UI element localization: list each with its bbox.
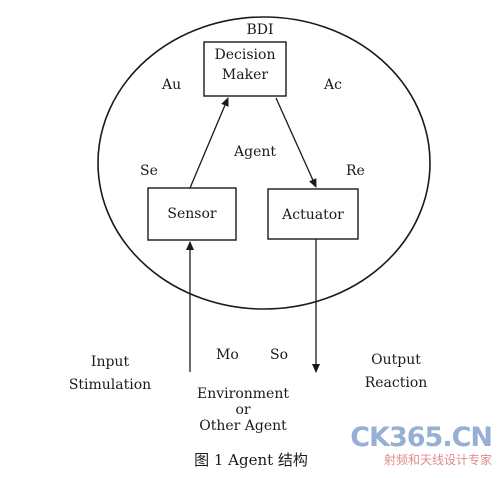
env-line3: Other Agent [199, 418, 287, 435]
so-label: So [270, 347, 289, 363]
environment-label: Environment or Other Agent [186, 386, 300, 434]
decision-maker-box [203, 41, 287, 97]
figure-caption: 图 1 Agent 结构 [194, 451, 308, 469]
bdi-label: BDI [246, 22, 274, 38]
agent-boundary-circle [97, 16, 431, 310]
agent-label: Agent [234, 144, 276, 160]
watermark-subtitle: 射频和天线设计专家 [383, 453, 492, 467]
env-line1: Environment [197, 386, 289, 402]
output-reaction-label: Output Reaction [348, 352, 444, 391]
re-label: Re [346, 163, 365, 179]
input-line2: Stimulation [68, 377, 152, 394]
arrow-decision-to-actuator [275, 97, 317, 188]
output-line2: Reaction [364, 375, 428, 392]
watermark: CK365.CN 射频和天线设计专家 [350, 422, 493, 468]
sensor-label: Sensor [167, 206, 217, 222]
watermark-logo: CK365.CN [350, 422, 493, 453]
ac-label: Ac [324, 77, 342, 93]
se-label: Se [140, 163, 158, 179]
actuator-box [267, 188, 359, 240]
decision-maker-line1: Decision [214, 47, 276, 63]
output-line1: Output [371, 352, 421, 368]
actuator-label: Actuator [282, 207, 344, 223]
au-label: Au [162, 77, 182, 93]
input-stimulation-label: Input Stimulation [60, 354, 160, 393]
sensor-box [147, 187, 237, 241]
mo-label: Mo [216, 347, 239, 363]
decision-maker-label: Decision Maker [204, 47, 286, 83]
input-line1: Input [90, 354, 130, 370]
arrow-sensor-to-decision [189, 97, 229, 189]
decision-maker-line2: Maker [221, 67, 269, 84]
env-line2: or [235, 402, 251, 419]
